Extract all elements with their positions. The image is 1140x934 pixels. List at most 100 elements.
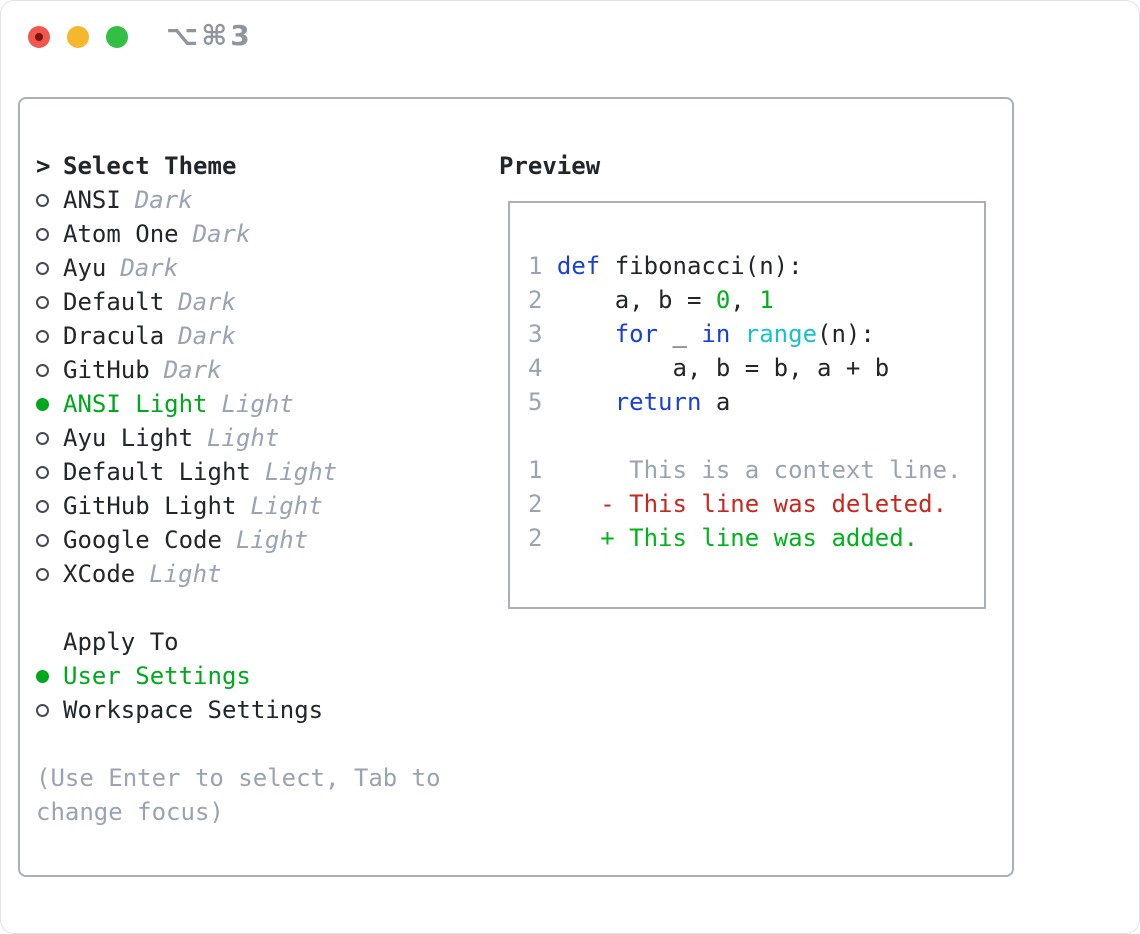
option-label: ANSI Light [63, 390, 208, 418]
radio-unselected-icon [36, 329, 49, 343]
code-token: , [730, 286, 760, 314]
code-token: 2 [528, 524, 543, 552]
option-label: Default [63, 288, 165, 316]
theme-variant-label: Dark [120, 254, 179, 282]
option-label: Ayu Light [63, 424, 194, 452]
radio-slot [36, 669, 63, 683]
radio-slot [36, 363, 63, 377]
code-line-2: 2 a, b = 0, 1 [528, 283, 974, 317]
radio-slot [36, 703, 63, 717]
radio-slot [36, 397, 63, 411]
code-token: range [744, 320, 818, 348]
radio-unselected-icon [36, 295, 49, 309]
theme-variant-label: Light [207, 424, 280, 452]
theme-option-ansi-light[interactable]: ANSI Light Light [36, 387, 466, 421]
radio-unselected-icon [36, 193, 49, 207]
theme-variant-label: Light [264, 458, 338, 486]
apply-option-user-settings[interactable]: User Settings [36, 659, 466, 693]
code-token [730, 320, 744, 348]
theme-option-ayu[interactable]: Ayu Dark [36, 251, 466, 285]
theme-option-github-light[interactable]: GitHub Light Light [36, 489, 466, 523]
code-token: This is a context line. [542, 456, 962, 484]
blank-line [528, 419, 974, 453]
theme-option-dracula[interactable]: Dracula Dark [36, 319, 466, 353]
option-label: GitHub [63, 356, 150, 384]
code-line-4: 4 a, b = b, a + b [528, 351, 974, 385]
code-token: 0 [715, 286, 731, 314]
option-label: Ayu [63, 254, 107, 282]
code-token: 2 [528, 490, 543, 518]
option-label: GitHub Light [63, 492, 237, 520]
radio-unselected-icon [36, 567, 49, 581]
code-token: 3 [528, 320, 543, 348]
radio-slot [36, 193, 63, 207]
code-line-5: 5 return a [528, 385, 974, 419]
code-token: def [556, 252, 601, 280]
diff-context-line: 1 This is a context line. [528, 453, 974, 487]
radio-slot [36, 533, 63, 547]
theme-variant-label: Light [235, 526, 309, 554]
code-token: - This line was deleted. [542, 490, 948, 518]
select-theme-header: >Select Theme [36, 149, 466, 183]
radio-slot [36, 499, 63, 513]
option-label: Workspace Settings [63, 696, 324, 724]
theme-variant-label: Dark [178, 288, 236, 316]
option-label: Google Code [63, 526, 222, 554]
code-token: 1 [528, 456, 543, 484]
radio-slot [36, 295, 63, 309]
theme-variant-label: Dark [134, 186, 193, 214]
minimize-button[interactable] [67, 26, 89, 48]
theme-variant-label: Light [221, 390, 294, 418]
apply-option-workspace-settings[interactable]: Workspace Settings [36, 693, 466, 727]
theme-variant-label: Dark [178, 322, 236, 350]
code-token: a, b = b, a + b [542, 354, 890, 382]
code-token [542, 320, 614, 348]
radio-slot [36, 227, 63, 241]
code-token: 1 [759, 286, 774, 314]
radio-unselected-icon [36, 261, 49, 275]
preview-title: Preview [499, 152, 601, 180]
theme-option-ansi[interactable]: ANSI Dark [36, 183, 466, 217]
code-token: 5 [528, 388, 543, 416]
theme-variant-label: Light [250, 492, 323, 520]
radio-slot [36, 567, 63, 581]
keyboard-hint: (Use Enter to select, Tab to change focu… [36, 764, 441, 826]
window-controls [28, 26, 128, 48]
option-label: XCode [63, 560, 136, 588]
option-label: Atom One [63, 220, 179, 248]
close-button[interactable] [28, 26, 50, 48]
option-label: Dracula [63, 322, 165, 350]
option-label: ANSI [63, 186, 121, 214]
page-title: Select Theme [63, 152, 237, 180]
radio-unselected-icon [36, 499, 49, 513]
radio-selected-icon [36, 397, 49, 411]
radio-unselected-icon [36, 533, 49, 547]
radio-unselected-icon [36, 465, 49, 479]
code-token: 2 [528, 286, 543, 314]
code-token: _ [658, 320, 702, 348]
theme-option-ayu-light[interactable]: Ayu Light Light [36, 421, 466, 455]
theme-option-google-code[interactable]: Google Code Light [36, 523, 466, 557]
radio-unselected-icon [36, 703, 49, 717]
radio-slot [36, 465, 63, 479]
theme-option-default[interactable]: Default Dark [36, 285, 466, 319]
code-token: 1 [528, 252, 557, 280]
option-label: User Settings [63, 662, 251, 690]
code-token: for [614, 320, 659, 348]
code-token: a [701, 388, 731, 416]
radio-slot [36, 261, 63, 275]
code-token: a, b = [542, 286, 716, 314]
zoom-button[interactable] [106, 26, 128, 48]
header-cursor-slot: > [36, 152, 63, 180]
